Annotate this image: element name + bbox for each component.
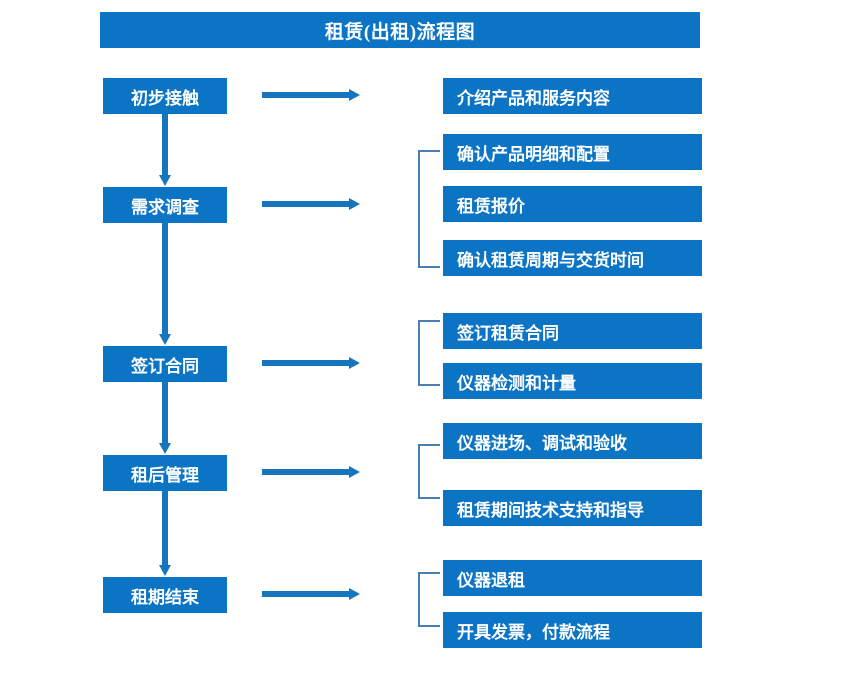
stage-box-1[interactable]: 初步接触 (103, 78, 227, 114)
arrow-shaft (262, 591, 349, 597)
arrow-down-icon-4 (159, 491, 171, 576)
detail-box-5-1[interactable]: 仪器退租 (443, 560, 702, 596)
stage-box-4[interactable]: 租后管理 (103, 455, 227, 491)
group-bracket-icon-5 (418, 572, 440, 627)
detail-box-1-1[interactable]: 介绍产品和服务内容 (443, 78, 702, 114)
flowchart-title: 租赁(出租)流程图 (100, 12, 700, 48)
arrow-right-icon-5 (262, 588, 360, 600)
arrow-head (159, 565, 171, 576)
detail-box-5-2[interactable]: 开具发票，付款流程 (443, 612, 702, 648)
arrow-shaft (162, 223, 168, 334)
arrow-down-icon-1 (159, 114, 171, 186)
stage-box-3[interactable]: 签订合同 (103, 346, 227, 382)
arrow-right-icon-1 (262, 89, 360, 101)
arrow-head (349, 588, 360, 600)
detail-box-2-3[interactable]: 确认租赁周期与交货时间 (443, 240, 702, 276)
arrow-head (349, 466, 360, 478)
arrow-right-icon-2 (262, 198, 360, 210)
arrow-head (349, 89, 360, 101)
detail-box-3-2[interactable]: 仪器检测和计量 (443, 363, 702, 399)
stage-box-5[interactable]: 租期结束 (103, 577, 227, 613)
arrow-shaft (162, 114, 168, 175)
detail-box-2-1[interactable]: 确认产品明细和配置 (443, 134, 702, 170)
group-bracket-icon-4 (418, 444, 440, 499)
arrow-down-icon-2 (159, 223, 171, 345)
arrow-right-icon-3 (262, 357, 360, 369)
arrow-shaft (262, 469, 349, 475)
group-bracket-icon-2 (418, 150, 440, 268)
arrow-shaft (162, 382, 168, 443)
arrow-shaft (262, 360, 349, 366)
arrow-head (159, 443, 171, 454)
arrow-right-icon-4 (262, 466, 360, 478)
arrow-head (159, 175, 171, 186)
detail-box-3-1[interactable]: 签订租赁合同 (443, 313, 702, 349)
detail-box-4-2[interactable]: 租赁期间技术支持和指导 (443, 490, 702, 526)
arrow-down-icon-3 (159, 382, 171, 454)
detail-box-4-1[interactable]: 仪器进场、调试和验收 (443, 423, 702, 459)
arrow-head (349, 198, 360, 210)
stage-box-2[interactable]: 需求调查 (103, 187, 227, 223)
arrow-shaft (262, 201, 349, 207)
group-bracket-icon-3 (418, 320, 440, 386)
detail-box-2-2[interactable]: 租赁报价 (443, 186, 702, 222)
arrow-shaft (162, 491, 168, 565)
arrow-head (159, 334, 171, 345)
arrow-shaft (262, 92, 349, 98)
arrow-head (349, 357, 360, 369)
